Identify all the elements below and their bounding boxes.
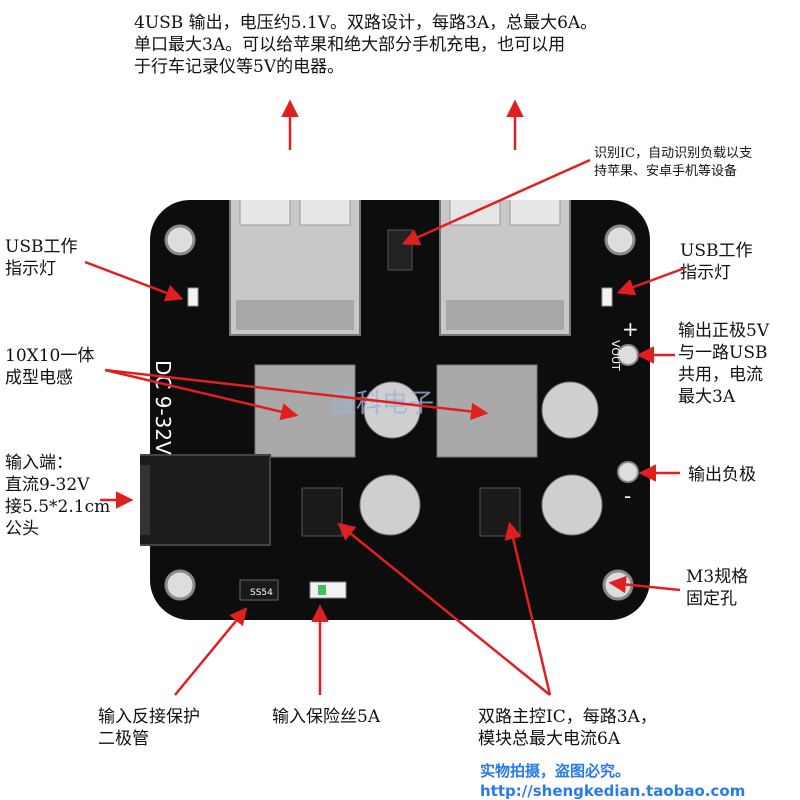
usb-led-right-note: USB工作 指示灯 — [680, 241, 753, 283]
arrow-mount-hole — [608, 575, 681, 594]
vout-negative-pad — [617, 461, 639, 483]
arrow-main-ic-left — [337, 522, 551, 696]
vout-negative-note: 输出负极 — [688, 465, 756, 485]
vout-positive-note: 输出正极5V 与一路USB 共用，电流 最大3A — [678, 321, 770, 407]
footer-url: http://shengkedian.taobao.com — [480, 782, 746, 800]
capacitor-small-right — [541, 381, 599, 439]
usb-led-left — [187, 287, 199, 307]
dc-jack — [140, 454, 271, 546]
watermark: 盛科电子 — [330, 389, 434, 419]
silk-plus: + — [622, 317, 639, 341]
input-note: 输入端： 直流9-32V 接5.5*2.1cm 公头 — [5, 453, 111, 539]
inductor-note: 10X10一体 成型电感 — [5, 346, 95, 388]
footer-copyright: 实物拍摄，盗图必究。 — [480, 762, 631, 780]
capacitor-small-left — [363, 381, 421, 439]
mount-hole-icon — [604, 224, 636, 256]
mount-hole-note: M3规格 固定孔 — [686, 567, 749, 609]
usb-output-note: 4USB 输出，电压约5.1V。双路设计，每路3A，总最大6A。 单口最大3A。… — [134, 13, 598, 77]
arrow-ident-ic — [401, 158, 591, 246]
mount-hole-icon — [164, 224, 196, 256]
arrow-inductor-left — [104, 368, 299, 421]
silk-vout-label: VOUT — [609, 340, 622, 371]
fuse-note: 输入保险丝5A — [272, 707, 381, 727]
capacitor-large-right — [541, 474, 603, 536]
arrow-led-right — [616, 266, 686, 296]
ident-ic-note: 识别IC，自动识别负载以支 持苹果、安卓手机等设备 — [594, 146, 753, 179]
arrow-inductor-right — [104, 368, 489, 421]
usb-port-right — [439, 200, 571, 336]
reverse-diode — [239, 579, 279, 601]
usb-led-right — [601, 287, 613, 307]
silk-minus: - — [624, 484, 631, 508]
mount-hole-icon — [164, 569, 196, 601]
main-ic-left — [301, 487, 343, 537]
main-ic-note: 双路主控IC，每路3A， 模块总最大电流6A — [478, 707, 657, 749]
diode-marking: SS54 — [250, 588, 273, 598]
inductor-left — [254, 364, 356, 458]
arrow-main-ic-right — [504, 521, 552, 696]
arrow-reverse-diode — [174, 607, 248, 696]
usb-led-left-note: USB工作 指示灯 — [5, 237, 78, 279]
capacitor-large-left — [359, 474, 421, 536]
reverse-diode-note: 输入反接保护 二极管 — [98, 707, 200, 749]
arrow-led-left — [84, 260, 184, 302]
usb-port-left — [229, 200, 361, 336]
